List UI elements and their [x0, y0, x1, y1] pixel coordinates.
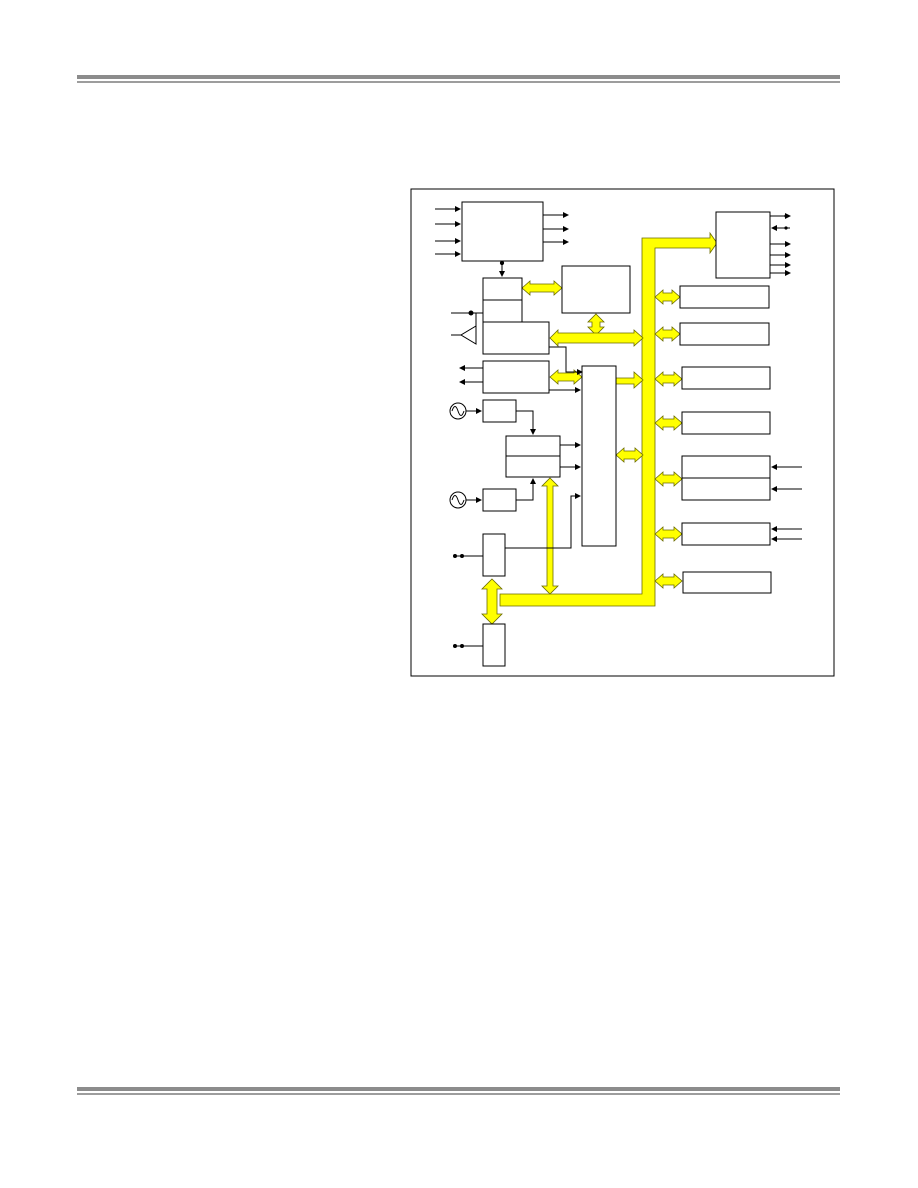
sine-source-icon	[449, 491, 467, 509]
block-periph-3	[681, 366, 771, 390]
bus-row1	[549, 329, 644, 347]
bus-row2-right	[615, 371, 644, 389]
diagram-frame	[410, 188, 835, 677]
bus-branch-2	[654, 326, 681, 342]
bus-branch-6	[654, 526, 683, 542]
block-osc-2	[482, 488, 517, 512]
block-periph-2	[679, 322, 770, 346]
block-bottom-left-a	[482, 533, 506, 577]
block-periph-4	[681, 411, 771, 435]
block-top-input	[461, 201, 544, 262]
block-periph-7	[682, 571, 772, 594]
blocks	[461, 201, 772, 667]
bus-tall-right	[615, 447, 644, 463]
block-top-right	[715, 211, 771, 279]
bus-branch-7	[654, 573, 683, 589]
pin-connector-icon	[784, 214, 788, 230]
bus-mem-vertical	[587, 313, 605, 336]
block-memory	[561, 265, 631, 314]
bus-branch-3	[654, 371, 683, 387]
block-left-mid	[482, 360, 550, 394]
pin-connector-icon	[453, 554, 464, 558]
block-periph-1	[679, 285, 770, 309]
triangle-antenna-icon	[451, 325, 477, 345]
pin-connector-icon	[453, 644, 464, 648]
block-osc-1	[482, 399, 517, 423]
bus-left-vertical	[481, 578, 503, 625]
bus-clock-vertical	[541, 477, 559, 595]
block-tall-center	[581, 365, 617, 547]
yellow-buses	[481, 231, 718, 625]
bus-branch-4	[654, 415, 683, 431]
main-system-bus	[499, 231, 718, 607]
sine-source-icon	[449, 402, 467, 420]
block-bottom-left-b	[482, 623, 506, 667]
footer-rule	[77, 1087, 840, 1095]
bus-branch-1	[654, 289, 681, 305]
block-periph-6	[681, 522, 771, 546]
bus-branch-5	[654, 471, 683, 487]
header-rule	[77, 75, 840, 83]
block-left-upper-b	[482, 321, 550, 355]
bus-mem-horizontal	[521, 280, 563, 296]
